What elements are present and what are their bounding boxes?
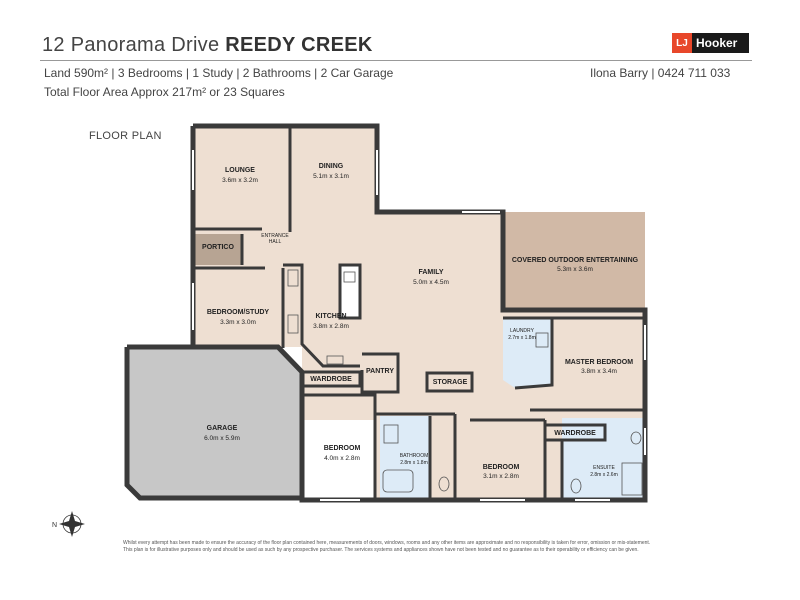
ensuite-label: ENSUITE [593,465,615,471]
ensuite-dims: 2.8m x 2.6m [590,472,618,478]
outdoor-dims: 5.3m x 3.6m [557,266,593,273]
dining-label: DINING [319,163,344,170]
master-dims: 3.8m x 3.4m [581,368,617,375]
room-labels: LOUNGE 3.6m x 3.2m DINING 5.1m x 3.1m EN… [202,163,639,480]
interior-walls [193,126,645,500]
portico-label: PORTICO [202,244,234,251]
family-label: FAMILY [418,269,443,276]
lounge-label: LOUNGE [225,167,255,174]
bedroom3-label: BEDROOM [483,464,520,471]
bathroom-label: BATHROOM [400,453,429,459]
entrance-label-1: ENTRANCE [261,233,289,239]
floor-plan-title: FLOOR PLAN [89,130,162,142]
laundry-tub [535,332,549,348]
bathroom-dims: 2.8m x 1.8m [400,460,428,466]
island-sink [343,271,356,283]
disclaimer: Whilst every attempt has been made to en… [123,540,703,554]
lounge-dims: 3.6m x 3.2m [222,177,258,184]
property-address: 12 Panorama Drive [42,34,220,56]
wardrobe1-label: WARDROBE [310,376,352,383]
master-label: MASTER BEDROOM [565,359,633,366]
study-label: BEDROOM/STUDY [207,309,270,316]
bedroom2-wall [302,393,377,500]
garage-dims: 6.0m x 5.9m [204,435,240,442]
family-dims: 5.0m x 4.5m [413,279,449,286]
main-floor [193,126,645,500]
storage-wall [425,371,474,393]
kitchen-bench [283,263,360,368]
entrance-label-2: HALL [269,239,282,245]
study-dims: 3.3m x 3.0m [220,319,256,326]
logo-mark: LJ [672,33,692,53]
header-divider [40,60,752,61]
disclaimer-line-2: This plan is for illustrative purposes o… [123,547,639,553]
laundry-label: LAUNDRY [510,328,534,334]
fixtures [287,269,643,496]
floor-area: Total Floor Area Approx 217m² or 23 Squa… [44,85,285,99]
kitchen-label: KITCHEN [315,313,346,320]
laundry-wall [503,316,554,390]
disclaimer-line-1: Whilst every attempt has been made to en… [123,540,651,546]
logo-name: Hooker [696,36,738,50]
agent-contact: Ilona Barry | 0424 711 033 [590,66,731,80]
compass-icon: N [52,511,85,537]
oven [287,314,299,334]
kitchen-dims: 3.8m x 2.8m [313,323,349,330]
room-fills [127,126,645,500]
bathtub [382,469,414,493]
bathroom-floor [380,416,430,498]
ensuite-toilet [570,478,582,494]
bedroom2-dims: 4.0m x 2.8m [324,455,360,462]
sink [326,355,344,365]
wardrobe2-label: WARDROBE [554,430,596,437]
outer-wall-north [193,123,648,503]
bedroom2-label: BEDROOM [324,445,361,452]
pantry-wall [360,352,400,394]
garage-label: GARAGE [207,425,238,432]
property-specs: Land 590m² | 3 Bedrooms | 1 Study | 2 Ba… [44,66,394,80]
portico-floor [193,234,242,265]
kitchen-island [338,263,362,320]
laundry-dims: 2.7m x 1.8m [508,335,536,341]
wardrobe1-wall [302,370,362,388]
compass-star [59,511,85,537]
windows [192,150,646,501]
ensuite-basin [630,431,642,445]
bedroom3-dims: 3.1m x 2.8m [483,473,519,480]
outdoor-floor [503,212,645,310]
ensuite-shower [621,462,643,496]
property-title: 12 Panorama Drive REEDY CREEK [42,34,373,57]
property-suburb: REEDY CREEK [225,34,373,56]
storage-label: STORAGE [433,379,468,386]
stove [287,269,299,287]
outdoor-label: COVERED OUTDOOR ENTERTAINING [512,257,639,264]
vanity [383,424,399,444]
agency-logo: LJ Hooker [672,33,749,53]
dining-dims: 5.1m x 3.1m [313,173,349,180]
bath-toilet [438,476,450,492]
garage-floor [127,347,302,498]
compass-north-label: N [52,522,57,529]
laundry-floor [503,318,552,388]
wardrobe2-wall [545,423,607,442]
pantry-label: PANTRY [366,368,394,375]
